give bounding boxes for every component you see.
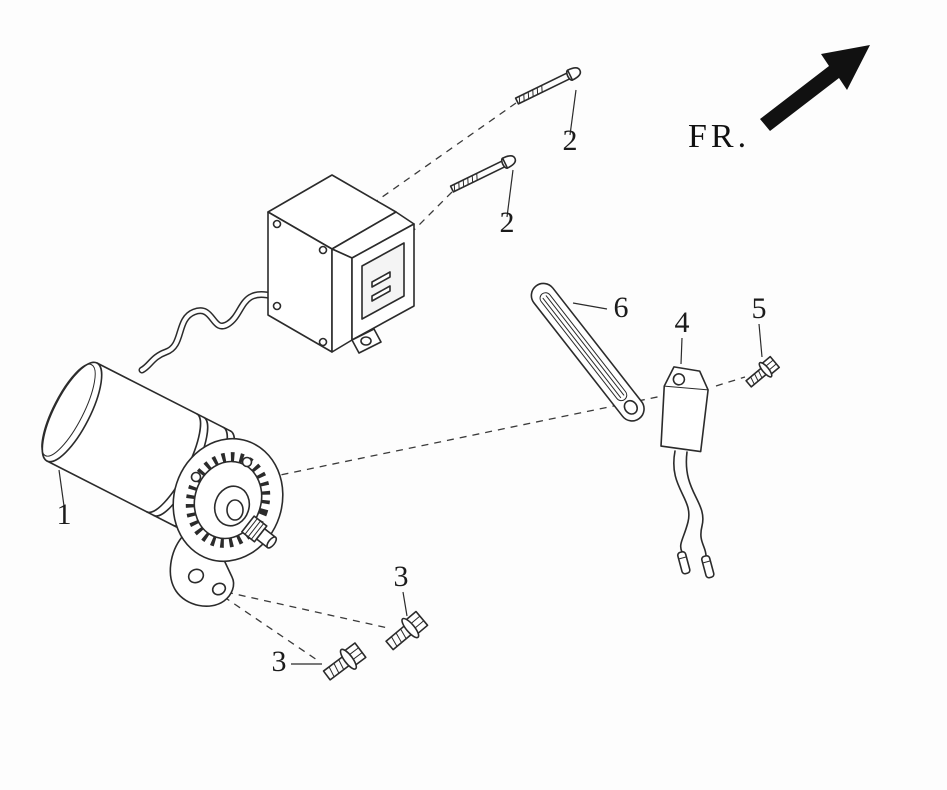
bullet-terminal-1 xyxy=(676,550,691,575)
output-shaft xyxy=(241,515,278,549)
bullet-terminal-2 xyxy=(700,554,715,579)
long-bolt-upper xyxy=(514,66,582,105)
flange-bolt-left xyxy=(322,642,367,681)
bolt-head xyxy=(566,66,582,81)
bolt-thread-lines xyxy=(518,85,543,104)
resistor-shoulder-line xyxy=(663,385,709,391)
motor-end-cap-inner xyxy=(41,363,96,457)
callout-3b: 3 xyxy=(272,645,287,678)
callout-2b: 2 xyxy=(500,206,515,239)
pinion-spline-lines xyxy=(244,518,265,540)
terminal-seam xyxy=(702,560,711,564)
callout-leader-lines xyxy=(58,89,763,665)
socket-side-face xyxy=(331,248,353,353)
dash-motor-to-strap-resistor xyxy=(255,395,663,481)
resistor-body xyxy=(660,366,709,453)
bolt-flange xyxy=(401,617,420,639)
through-bolt-hole-2 xyxy=(241,456,253,468)
leader-2b xyxy=(506,169,514,218)
front-direction-marker: FR. xyxy=(688,45,870,155)
dash-bolt2b-to-connector xyxy=(389,191,453,255)
starter-motor xyxy=(41,361,284,607)
cover-screw-3 xyxy=(272,301,282,311)
callout-3a: 3 xyxy=(394,560,409,593)
leader-4 xyxy=(680,337,683,365)
socket-blade-terminal-2 xyxy=(371,285,391,302)
terminal-seam xyxy=(678,556,687,560)
strap-eyelet xyxy=(623,399,639,415)
socket-blade-terminal-1 xyxy=(371,271,391,288)
motor-lead-wire xyxy=(138,291,276,374)
mount-tab-hole xyxy=(360,336,372,346)
dashed-assembly-lines xyxy=(201,102,746,663)
stay-strap xyxy=(530,282,645,422)
strap-slot-lines xyxy=(542,295,625,399)
leader-1 xyxy=(58,469,65,507)
cover-screw-4 xyxy=(318,337,328,347)
dash-bracket-to-bolt3a xyxy=(225,591,389,629)
leader-5 xyxy=(758,323,763,358)
resistor-assembly xyxy=(660,366,715,579)
small-flange-bolt xyxy=(745,355,781,388)
bolt-thread-lines xyxy=(390,628,407,647)
callout-6: 6 xyxy=(614,291,629,324)
dash-bolt2a-to-connector xyxy=(357,102,517,215)
resistor-wire-2 xyxy=(685,451,707,557)
bolt-flange xyxy=(758,361,773,378)
front-arrow-icon xyxy=(760,45,870,131)
callout-4: 4 xyxy=(675,306,690,339)
bolt-flange xyxy=(339,648,358,670)
strap-slot xyxy=(539,292,628,402)
connector-box xyxy=(267,174,415,354)
callout-numbers: 1 2 2 3 3 4 5 6 xyxy=(57,124,767,678)
terminal-body xyxy=(676,550,691,575)
bolt-head xyxy=(501,154,517,169)
leader-2a xyxy=(569,89,577,136)
gear-teeth-ring xyxy=(185,452,271,548)
callout-5: 5 xyxy=(752,292,767,325)
wire-core xyxy=(140,292,274,372)
shaft-tip xyxy=(266,536,278,549)
dash-bracket-to-bolt3b xyxy=(201,581,321,663)
leader-6 xyxy=(572,302,608,310)
cover-screw-1 xyxy=(272,219,282,229)
strap-body xyxy=(530,282,645,422)
bolt-thread-lines xyxy=(328,659,345,678)
motor-end-cap xyxy=(41,361,103,463)
resistor-mount-hole xyxy=(672,373,686,386)
bolt-thread-lines xyxy=(453,173,478,192)
long-bolt-lower xyxy=(449,154,517,193)
motor-body-edges xyxy=(46,362,232,530)
through-bolt-hole-1 xyxy=(190,471,202,483)
flange-bolt-right xyxy=(385,610,429,651)
front-label: FR. xyxy=(688,118,750,155)
resistor-wire-1 xyxy=(673,450,690,553)
bracket-hole-right xyxy=(211,582,227,596)
bracket-hole-left xyxy=(187,568,205,584)
leader-3a xyxy=(402,591,408,617)
callout-1: 1 xyxy=(57,498,72,531)
terminal-body xyxy=(700,554,715,579)
gear-hub-center xyxy=(226,499,244,521)
bolt-thread-lines xyxy=(750,370,763,385)
dash-resistor-to-bolt5 xyxy=(715,376,746,387)
callout-2a: 2 xyxy=(563,124,578,157)
cover-screw-2 xyxy=(318,245,328,255)
